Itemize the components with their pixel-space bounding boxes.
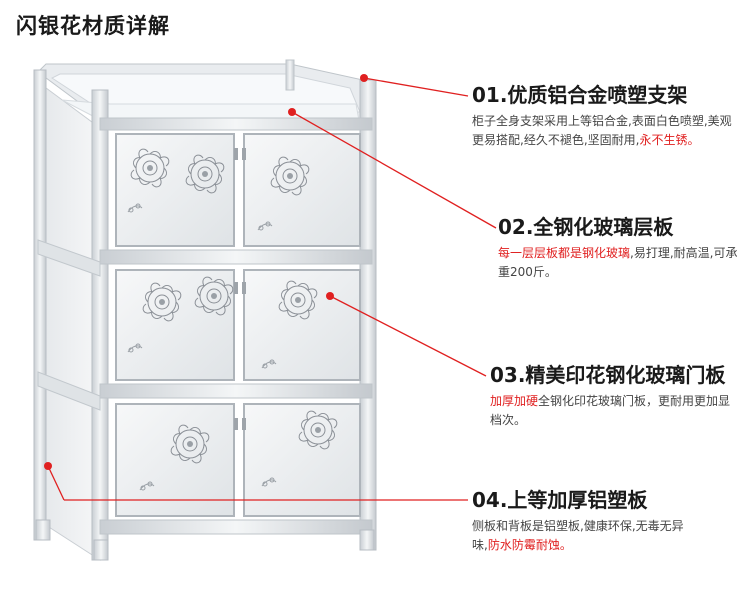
feature-title: 04.上等加厚铝塑板 bbox=[472, 488, 648, 512]
feature-title: 01.优质铝合金喷塑支架 bbox=[472, 83, 688, 107]
desc-text: 柜子全身支架采用上等铝合金,表面白色喷塑,美观更易搭配,经久不褪色,坚固耐用, bbox=[472, 114, 732, 147]
feature-desc: 侧板和背板是铝塑板,健康环保,无毒无异味,防水防霉耐蚀。 bbox=[472, 517, 692, 555]
desc-highlight: 加厚加硬 bbox=[490, 394, 539, 408]
feature-title: 02.全钢化玻璃层板 bbox=[498, 215, 674, 239]
desc-highlight: 每一层层板都是钢化玻璃 bbox=[498, 246, 631, 260]
feature-door: 03.精美印花钢化玻璃门板 加厚加硬全钢化印花玻璃门板，更耐用更加显档次。 bbox=[490, 362, 740, 430]
feature-desc: 柜子全身支架采用上等铝合金,表面白色喷塑,美观更易搭配,经久不褪色,坚固耐用,永… bbox=[472, 112, 742, 150]
desc-text: 侧板和背板是铝塑板,健康环保,无毒无异味, bbox=[472, 519, 684, 552]
desc-highlight: 防水防霉耐蚀。 bbox=[487, 538, 572, 552]
feature-desc: 每一层层板都是钢化玻璃,易打理,耐高温,可承重200斤。 bbox=[498, 244, 738, 282]
desc-highlight: 永不生锈。 bbox=[639, 133, 700, 147]
desc-text: 全钢化印花玻璃门板，更耐用更加显档次。 bbox=[490, 394, 731, 427]
feature-frame: 01.优质铝合金喷塑支架 柜子全身支架采用上等铝合金,表面白色喷塑,美观更易搭配… bbox=[472, 82, 742, 150]
page-title: 闪银花材质详解 bbox=[16, 14, 170, 38]
feature-desc: 加厚加硬全钢化印花玻璃门板，更耐用更加显档次。 bbox=[490, 392, 740, 430]
feature-shelf: 02.全钢化玻璃层板 每一层层板都是钢化玻璃,易打理,耐高温,可承重200斤。 bbox=[498, 214, 738, 282]
desc-text: ,易打理,耐高温,可承重200斤。 bbox=[498, 246, 738, 279]
feature-panel: 04.上等加厚铝塑板 侧板和背板是铝塑板,健康环保,无毒无异味,防水防霉耐蚀。 bbox=[472, 487, 742, 555]
feature-title: 03.精美印花钢化玻璃门板 bbox=[490, 363, 726, 387]
